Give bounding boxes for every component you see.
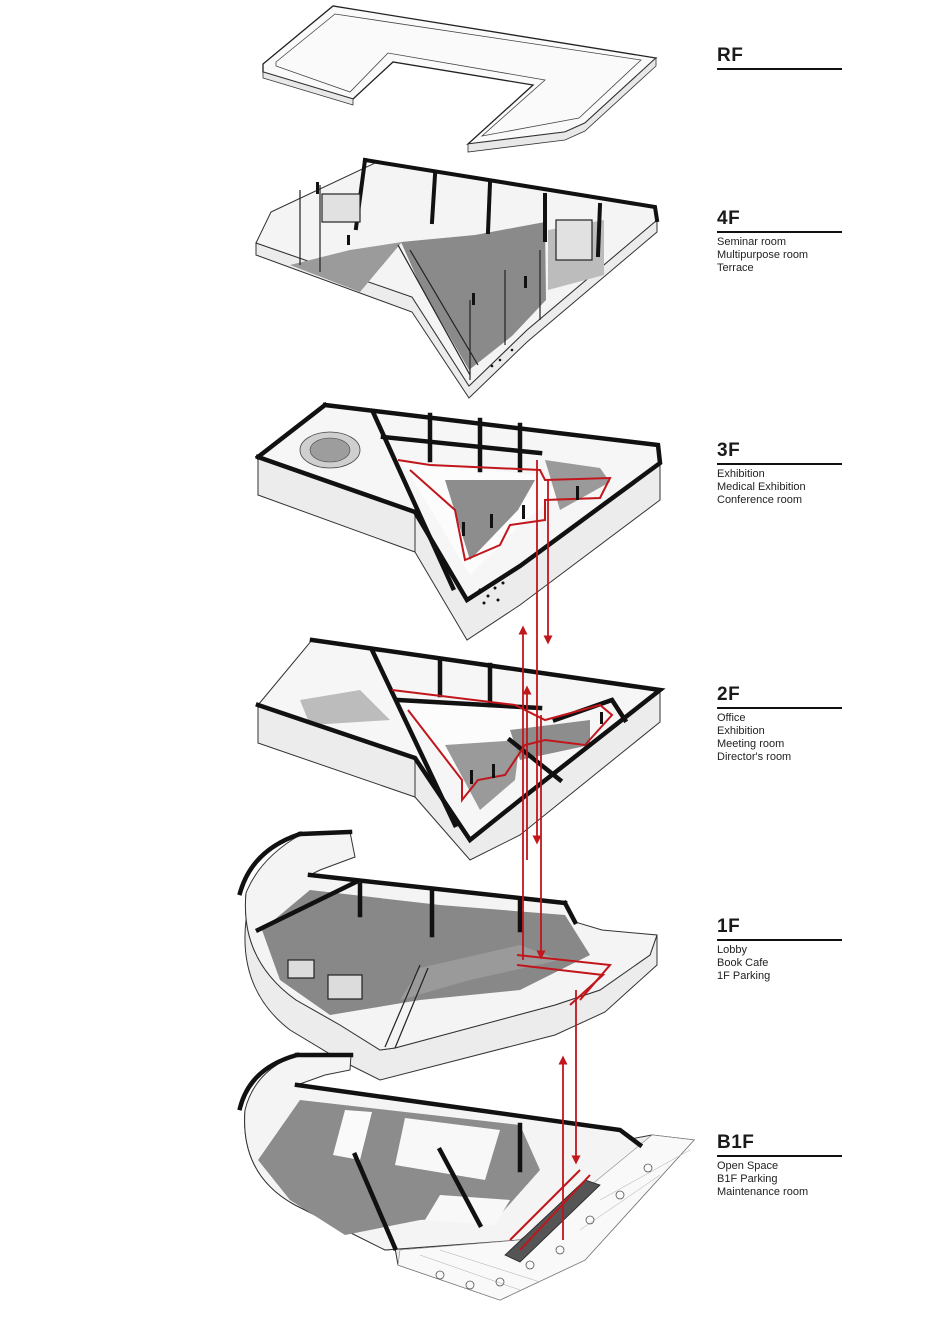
vertical-circulation-arrows bbox=[518, 460, 581, 1240]
room-name: Multipurpose room bbox=[717, 249, 809, 261]
room-name: Open Space bbox=[717, 1160, 779, 1172]
floor-title: 2F bbox=[717, 684, 741, 705]
room-name: Conference room bbox=[717, 494, 802, 506]
floor-divider bbox=[717, 707, 842, 709]
room-name: Medical Exhibition bbox=[717, 481, 806, 493]
floor-divider bbox=[717, 939, 842, 941]
room-name: Maintenance room bbox=[717, 1186, 809, 1198]
room-name: B1F Parking bbox=[717, 1173, 778, 1185]
floor-label-rf: RF bbox=[717, 45, 842, 73]
floor-divider bbox=[717, 231, 842, 233]
room-name: Exhibition bbox=[717, 468, 765, 480]
1f-level-drawing bbox=[237, 829, 658, 1081]
room-name: Meeting room bbox=[717, 738, 785, 750]
floor-label-3f: 3F Exhibition Medical Exhibition Confere… bbox=[717, 440, 842, 507]
floor-divider bbox=[717, 68, 842, 70]
floor-title: 3F bbox=[717, 440, 741, 461]
floor-divider bbox=[717, 463, 842, 465]
floor-divider bbox=[717, 1155, 842, 1157]
floor-title: 1F bbox=[717, 916, 741, 937]
room-name: Book Cafe bbox=[717, 957, 769, 969]
room-name: Director's room bbox=[717, 751, 792, 763]
floor-title: 4F bbox=[717, 208, 741, 229]
room-name: Exhibition bbox=[717, 725, 765, 737]
floor-title: RF bbox=[717, 45, 744, 66]
floor-label-1f: 1F Lobby Book Cafe 1F Parking bbox=[717, 916, 842, 983]
room-name: 1F Parking bbox=[717, 970, 771, 982]
3f-level-drawing bbox=[254, 401, 663, 641]
4f-level-drawing bbox=[255, 157, 660, 399]
room-name: Lobby bbox=[717, 944, 747, 956]
floor-label-2f: 2F Office Exhibition Meeting room Direct… bbox=[717, 684, 842, 764]
floor-label-4f: 4F Seminar room Multipurpose room Terrac… bbox=[717, 208, 842, 275]
room-name: Office bbox=[717, 712, 746, 724]
floor-title: B1F bbox=[717, 1132, 755, 1153]
room-name: Seminar room bbox=[717, 236, 787, 248]
roof-level-drawing bbox=[262, 5, 658, 153]
2f-level-drawing bbox=[255, 637, 666, 861]
room-name: Terrace bbox=[717, 262, 754, 274]
b1f-level-drawing bbox=[237, 1052, 696, 1301]
floor-label-b1f: B1F Open Space B1F Parking Maintenance r… bbox=[717, 1132, 842, 1199]
